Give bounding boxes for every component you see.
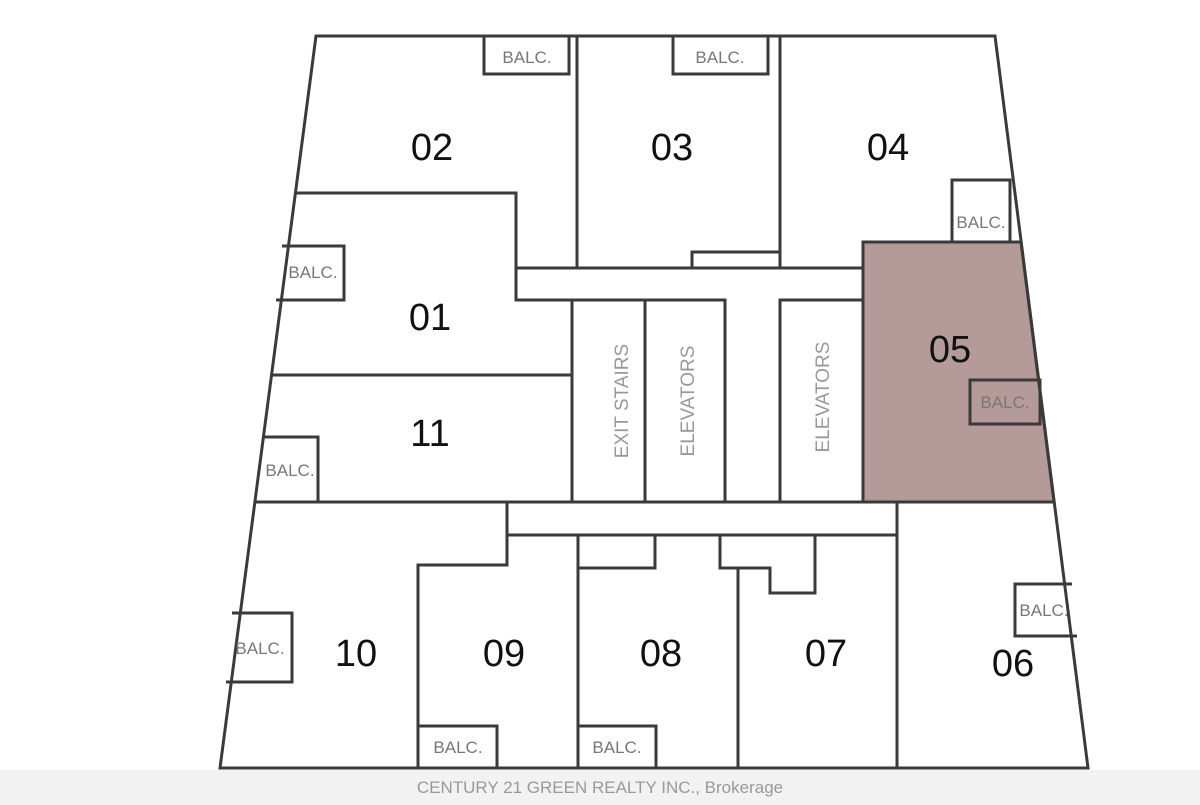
unit-05-highlight[interactable]: [861, 240, 1056, 504]
unit-label-10[interactable]: 10: [335, 633, 377, 675]
unit-label-06[interactable]: 06: [992, 643, 1034, 685]
watermark: CENTURY 21 GREEN REALTY INC., Brokerage: [417, 778, 783, 797]
unit-label-03[interactable]: 03: [651, 127, 693, 169]
balcony-label: BALC.: [288, 263, 337, 282]
balcony-label: BALC.: [1019, 601, 1068, 620]
balcony-label: BALC.: [980, 393, 1029, 412]
unit-label-05[interactable]: 05: [929, 329, 971, 371]
exit-stairs-label: EXIT STAIRS: [612, 344, 633, 458]
unit-label-01[interactable]: 01: [409, 297, 451, 339]
elevators-label: ELEVATORS: [813, 342, 834, 453]
unit-label-08[interactable]: 08: [640, 633, 682, 675]
balcony-label: BALC.: [502, 48, 551, 67]
unit-label-09[interactable]: 09: [483, 633, 525, 675]
balcony-labels: BALC. BALC. BALC. BALC. BALC. BALC. BALC…: [235, 48, 1068, 757]
balcony-label: BALC.: [956, 213, 1005, 232]
core-labels: EXIT STAIRS ELEVATORS ELEVATORS: [612, 342, 834, 459]
unit-label-02[interactable]: 02: [411, 127, 453, 169]
balcony-label: BALC.: [235, 639, 284, 658]
unit-label-11[interactable]: 11: [410, 413, 449, 455]
unit-labels: 01 02 03 04 05 06 07 08 09 10 11: [335, 127, 1034, 685]
balcony-label: BALC.: [265, 461, 314, 480]
balcony-label: BALC.: [695, 48, 744, 67]
unit-label-07[interactable]: 07: [805, 633, 847, 675]
bottom-strip: [0, 770, 1200, 805]
walls: [226, 34, 1077, 770]
balcony-label: BALC.: [433, 738, 482, 757]
elevators-label: ELEVATORS: [678, 346, 699, 457]
balcony-label: BALC.: [592, 738, 641, 757]
unit-label-04[interactable]: 04: [867, 127, 909, 169]
